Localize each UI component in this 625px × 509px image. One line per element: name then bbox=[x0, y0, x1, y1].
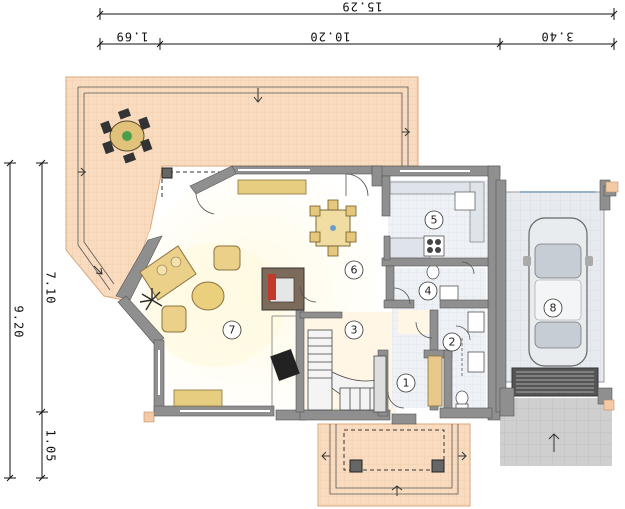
wardrobe bbox=[427, 355, 443, 407]
room-number-2: 2 bbox=[449, 336, 456, 349]
dim-top-middle: 10.20 bbox=[309, 30, 350, 44]
terrace-dining-set-icon bbox=[100, 108, 153, 164]
room-number-4: 4 bbox=[425, 285, 432, 298]
dim-left-lower: 1.05 bbox=[44, 430, 58, 463]
plant-icon bbox=[139, 288, 163, 311]
car-icon bbox=[523, 217, 593, 367]
driveway bbox=[500, 398, 612, 466]
entrance-porch bbox=[317, 423, 471, 507]
room-label-3: 3 bbox=[344, 320, 364, 340]
staircase bbox=[307, 329, 387, 413]
room-number-7: 7 bbox=[229, 324, 236, 337]
room-label-4: 4 bbox=[418, 281, 438, 301]
toilet-icon bbox=[426, 264, 469, 410]
dim-top-total: 15.29 bbox=[341, 0, 382, 14]
room-number-8: 8 bbox=[550, 302, 557, 315]
dim-top-right: 3.40 bbox=[541, 30, 574, 44]
room-number-6: 6 bbox=[351, 264, 358, 277]
room-label-8: 8 bbox=[543, 298, 563, 318]
room-number-3: 3 bbox=[351, 324, 358, 337]
room-label-2: 2 bbox=[442, 332, 462, 352]
left-dimensions bbox=[4, 159, 48, 482]
terrace bbox=[65, 76, 419, 301]
sink-icon bbox=[454, 191, 476, 211]
armchair-icon bbox=[161, 245, 241, 333]
doors bbox=[195, 173, 475, 409]
garage bbox=[501, 191, 605, 397]
room-label-1: 1 bbox=[396, 373, 416, 393]
sideboard bbox=[237, 179, 307, 195]
room-label-6: 6 bbox=[344, 260, 364, 280]
dim-left-upper: 7.10 bbox=[44, 272, 58, 305]
stove-icon bbox=[423, 235, 445, 257]
partitions bbox=[271, 315, 296, 410]
piano-icon bbox=[270, 349, 300, 381]
washbasin-icon bbox=[439, 285, 485, 373]
windows bbox=[158, 169, 580, 412]
tv-cabinet bbox=[173, 389, 223, 407]
corner-posts bbox=[143, 181, 619, 423]
top-dimensions bbox=[96, 8, 618, 50]
fireplace-icon bbox=[261, 267, 305, 311]
room-label-7: 7 bbox=[222, 320, 242, 340]
room-number-5: 5 bbox=[431, 214, 438, 227]
coffee-table-icon bbox=[191, 281, 225, 311]
dining-table-icon bbox=[309, 199, 357, 257]
dim-top-left: 1.69 bbox=[116, 30, 149, 44]
room-label-5: 5 bbox=[424, 210, 444, 230]
room-number-1: 1 bbox=[403, 377, 410, 390]
dim-left-total: 9.20 bbox=[12, 306, 26, 339]
garage-door bbox=[511, 367, 599, 397]
